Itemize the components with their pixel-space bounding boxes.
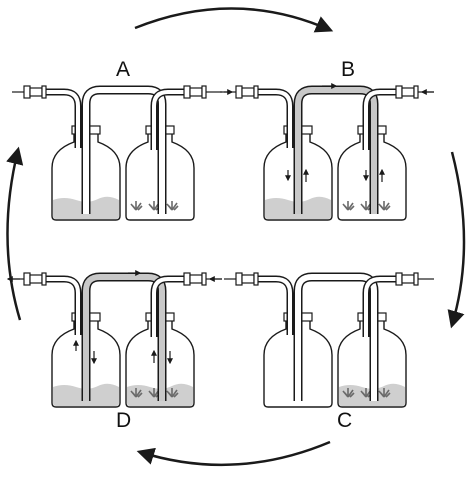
transfer-tube xyxy=(83,87,165,214)
panel-b-apparatus xyxy=(220,83,434,221)
left-bottle xyxy=(51,318,121,408)
right-air-tube xyxy=(152,277,186,337)
left-air-filter xyxy=(23,272,47,286)
transfer-tube xyxy=(295,274,377,401)
right-air-tube xyxy=(152,90,186,150)
right-bottle xyxy=(125,318,195,408)
right-air-filter xyxy=(183,272,207,286)
left-air-tube xyxy=(258,277,292,335)
cycle-arrow-left xyxy=(6,146,24,321)
left-air-tube-outline xyxy=(258,88,294,148)
panel-label-a: A xyxy=(116,58,131,81)
right-bottle xyxy=(337,318,407,408)
panel-label-d: D xyxy=(116,409,132,432)
cycle-arrow-right xyxy=(447,151,466,329)
plant-sprout xyxy=(360,388,373,398)
plant-sprout xyxy=(342,388,355,398)
plant-sprout xyxy=(148,201,161,211)
plant-sprout xyxy=(166,388,179,398)
panel-label-c: C xyxy=(337,409,353,432)
left-bottle xyxy=(51,131,121,221)
plant-sprout xyxy=(378,388,391,398)
panel-c-apparatus xyxy=(224,272,434,408)
left-air-filter xyxy=(23,85,47,99)
panel-a-apparatus xyxy=(12,85,222,221)
right-bottle xyxy=(125,131,195,221)
left-air-tube-outline xyxy=(46,88,82,148)
right-air-filter xyxy=(395,272,419,286)
plant-sprout xyxy=(342,201,355,211)
plant-sprout xyxy=(130,388,143,398)
panel-label-b: B xyxy=(341,58,356,81)
plant-sprout xyxy=(378,201,391,211)
plant-sprout xyxy=(148,388,161,398)
left-air-tube xyxy=(46,90,80,148)
transfer-tube xyxy=(295,87,377,214)
right-bottle xyxy=(337,131,407,221)
right-air-filter xyxy=(395,85,419,99)
plant-sprout xyxy=(360,201,373,211)
plant-sprout xyxy=(130,201,143,211)
left-air-tube xyxy=(258,90,292,148)
left-bottle xyxy=(263,131,333,221)
left-air-filter xyxy=(235,85,259,99)
cycle-arrow-top xyxy=(134,7,334,33)
panel-d-apparatus xyxy=(6,270,222,408)
right-air-filter xyxy=(183,85,207,99)
right-air-tube xyxy=(364,90,398,150)
left-air-tube-outline xyxy=(258,275,294,335)
left-air-tube xyxy=(46,277,80,335)
transfer-tube xyxy=(83,274,165,401)
plant-sprout xyxy=(166,201,179,211)
left-air-filter xyxy=(235,272,259,286)
cycle-arrow-bottom xyxy=(136,440,331,467)
right-air-tube xyxy=(364,277,398,337)
left-bottle xyxy=(263,318,333,408)
left-air-tube-outline xyxy=(46,275,82,335)
